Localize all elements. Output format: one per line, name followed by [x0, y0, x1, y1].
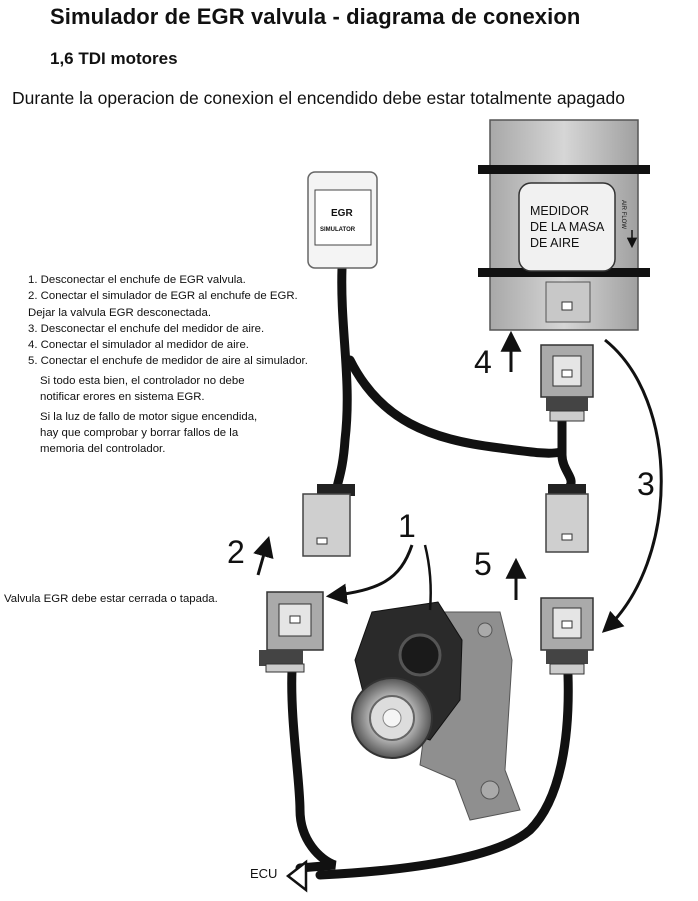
cable-simulator	[287, 263, 576, 880]
note-line: memoria del controlador.	[40, 443, 166, 456]
arrow-step-1-wire-icon	[423, 544, 433, 611]
step-number-1: 1	[398, 508, 416, 544]
step-number-4: 4	[474, 344, 492, 380]
maf-label-line: DE LA MASA	[530, 220, 605, 234]
note-fault: Si la luz de fallo de motor sigue encend…	[40, 409, 257, 458]
note-line: Si la luz de fallo de motor sigue encend…	[40, 410, 258, 423]
egr-valve-note: Valvula EGR debe estar cerrada o tapada.	[4, 593, 218, 605]
step-number-2: 2	[227, 534, 245, 570]
instruction-notes: Si todo esta bien, el controlador no deb…	[40, 373, 257, 460]
connector-egr-valve-socket	[259, 591, 324, 673]
cable-maf-to-ecu	[315, 670, 573, 880]
arrow-step-3-icon	[601, 338, 663, 633]
step-number-3: 3	[637, 466, 655, 502]
egr-simulator-box	[307, 171, 378, 269]
step-line: 2. Conectar el simulador de EGR al enchu…	[28, 290, 298, 303]
maf-label-line: DE AIRE	[530, 236, 580, 250]
ignition-warning: Durante la operacion de conexion el ence…	[12, 88, 625, 108]
step-line: 5. Conectar el enchufe de medidor de air…	[28, 355, 308, 368]
step-line: 3. Desconectar el enchufe del medidor de…	[28, 322, 265, 335]
connector-maf-middle	[545, 484, 589, 553]
maf-sensor	[478, 119, 650, 331]
connector-egr-plug	[302, 484, 355, 557]
airflow-label: AIR FLOW	[620, 200, 626, 230]
note-line: hay que comprobar y borrar fallos de la	[40, 426, 239, 439]
connector-maf-upper	[540, 344, 594, 422]
step-line: 4. Conectar el simulador al medidor de a…	[28, 339, 249, 352]
note-line: notificar erores en sistema EGR.	[40, 391, 205, 404]
step-number-5: 5	[474, 546, 492, 582]
step-line: 1. Desconectar el enchufe de EGR valvula…	[28, 274, 246, 286]
egr-box-sublabel: SIMULATOR	[320, 227, 356, 233]
note-ok: Si todo esta bien, el controlador no deb…	[40, 373, 257, 406]
maf-label: MEDIDOR DE LA MASA DE AIRE	[530, 203, 604, 251]
arrow-step-2-icon	[253, 535, 274, 576]
maf-label-line: MEDIDOR	[530, 204, 590, 218]
cable-egr-to-ecu	[287, 665, 337, 873]
diagram-title: Simulador de EGR valvula - diagrama de c…	[50, 4, 581, 29]
note-line: Si todo esta bien, el controlador no deb…	[40, 375, 245, 387]
egr-box-label: EGR	[331, 208, 353, 219]
arrow-step-1-icon	[325, 544, 414, 605]
ecu-label: ECU	[250, 866, 278, 881]
instruction-steps: 1. Desconectar el enchufe de EGR valvula…	[28, 272, 308, 370]
diagram-subtitle: 1,6 TDI motores	[50, 49, 178, 68]
egr-valve-illustration	[351, 601, 521, 821]
connector-maf-lower	[540, 597, 594, 675]
step-line: Dejar la valvula EGR desconectada.	[28, 306, 211, 319]
ecu-arrow-icon	[285, 859, 308, 893]
